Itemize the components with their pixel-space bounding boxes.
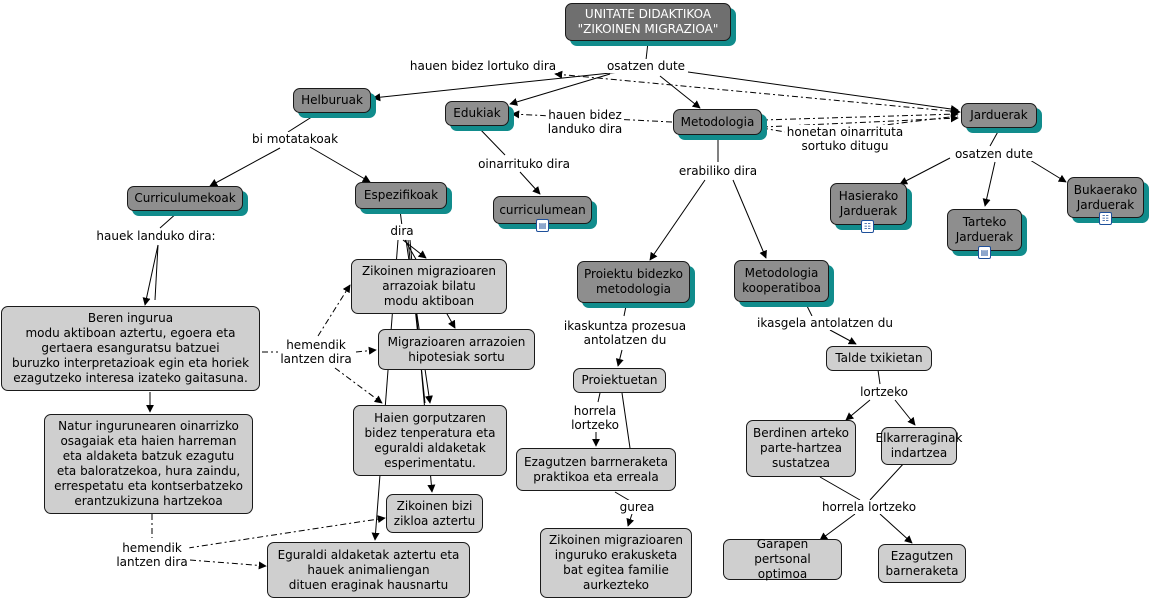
link-label-horrela-lortzeko-1: horrela lortzeko (569, 404, 621, 432)
node-edukiak[interactable]: Edukiak (445, 101, 509, 126)
node-curriculumekoak[interactable]: Curriculumekoak (127, 186, 243, 211)
node-talde-txikietan[interactable]: Talde txikietan (826, 346, 932, 371)
node-proiektu-bidezko-metodologia[interactable]: Proiektu bidezko metodologia (577, 261, 690, 303)
node-garapen-pertsonal[interactable]: Garapen pertsonal optimoa (723, 537, 842, 581)
title-node[interactable]: UNITATE DIDAKTIKOA "ZIKOINEN MIGRAZIOA" (565, 3, 731, 41)
node-elkarreraginak[interactable]: Elkarreraginak indartzea (876, 427, 962, 465)
node-eguraldi-aldaketak[interactable]: Eguraldi aldaketak aztertu eta hauek ani… (267, 542, 470, 598)
node-gorputzaren-bidez[interactable]: Haien gorputzaren bidez tenperatura eta … (353, 405, 507, 476)
node-proiektuetan[interactable]: Proiektuetan (573, 368, 666, 393)
link-label-osatzen-dute-top: osatzen dute (604, 59, 688, 73)
link-label-osatzen-dute-right: osatzen dute (952, 147, 1036, 161)
node-erakusketa[interactable]: Zikoinen migrazioaren inguruko erakusket… (540, 528, 692, 598)
node-hipotesiak-sortu[interactable]: Migrazioaren arrazoien hipotesiak sortu (378, 329, 535, 370)
node-ezagutzen-barneraketa-praktikoa[interactable]: Ezagutzen barrneraketa praktikoa eta err… (516, 448, 676, 491)
node-jarduerak[interactable]: Jarduerak (961, 103, 1037, 128)
link-label-honetan-oinarrituta: honetan oinarrituta sortuko ditugu (784, 125, 906, 153)
node-espezifikoak[interactable]: Espezifikoak (355, 182, 447, 209)
link-label-lortzeko: lortzeko (858, 385, 910, 399)
node-hasierako-jarduerak[interactable]: Hasierako Jarduerak (830, 183, 907, 225)
node-metodologia-kooperatiboa[interactable]: Metodologia kooperatiboa (734, 260, 829, 302)
node-ezagutzen-barneraketa[interactable]: Ezagutzen barneraketa (878, 544, 966, 583)
link-label-ikaskuntza: ikaskuntza prozesua antolatzen du (561, 319, 689, 347)
link-label-dira: dira (388, 224, 416, 238)
node-natur-ingurunea[interactable]: Natur ingurunearen oinarrizko osagaiak e… (44, 414, 253, 514)
link-label-hauen-bidez-lortuko: hauen bidez lortuko dira (407, 59, 559, 73)
link-label-erabiliko-dira: erabiliko dira (676, 164, 760, 178)
document-icon[interactable]: ▤ (536, 219, 549, 232)
document-icon[interactable]: ▤ (978, 246, 991, 259)
node-helburuak[interactable]: Helburuak (293, 88, 371, 113)
link-label-hemendik-2: hemendik lantzen dira (114, 541, 190, 569)
link-label-hauen-bidez-landuko: hauen bidez landuko dira (545, 108, 625, 136)
node-arrazoiak-bilatu[interactable]: Zikoinen migrazioaren arrazoiak bilatu m… (351, 259, 507, 314)
link-label-oinarrituko-dira: oinarrituko dira (476, 157, 572, 171)
link-label-hemendik-1: hemendik lantzen dira (278, 338, 354, 366)
link-label-horrela-lortzeko-2: horrela lortzeko (819, 500, 919, 514)
node-beren-ingurua[interactable]: Beren ingurua modu aktiboan aztertu, ego… (1, 306, 260, 391)
link-label-ikasgela: ikasgela antolatzen du (755, 316, 895, 330)
node-metodologia[interactable]: Metodologia (673, 109, 762, 135)
link-label-bi-motatakoak: bi motatakoak (249, 132, 341, 146)
node-tarteko-jarduerak[interactable]: Tarteko Jarduerak (947, 209, 1022, 251)
node-bukaerako-jarduerak[interactable]: Bukaerako Jarduerak (1067, 177, 1144, 218)
node-bizi-zikloa[interactable]: Zikoinen bizi zikloa aztertu (386, 494, 483, 533)
node-berdinen-arteko[interactable]: Berdinen arteko parte-hartzea sustatzea (746, 420, 856, 477)
link-label-hauek-landuko: hauek landuko dira: (94, 229, 218, 243)
concept-map-icon[interactable]: ☷ (1099, 212, 1112, 225)
link-label-gurea: gurea (617, 500, 657, 514)
concept-map-icon[interactable]: ☷ (861, 220, 874, 233)
